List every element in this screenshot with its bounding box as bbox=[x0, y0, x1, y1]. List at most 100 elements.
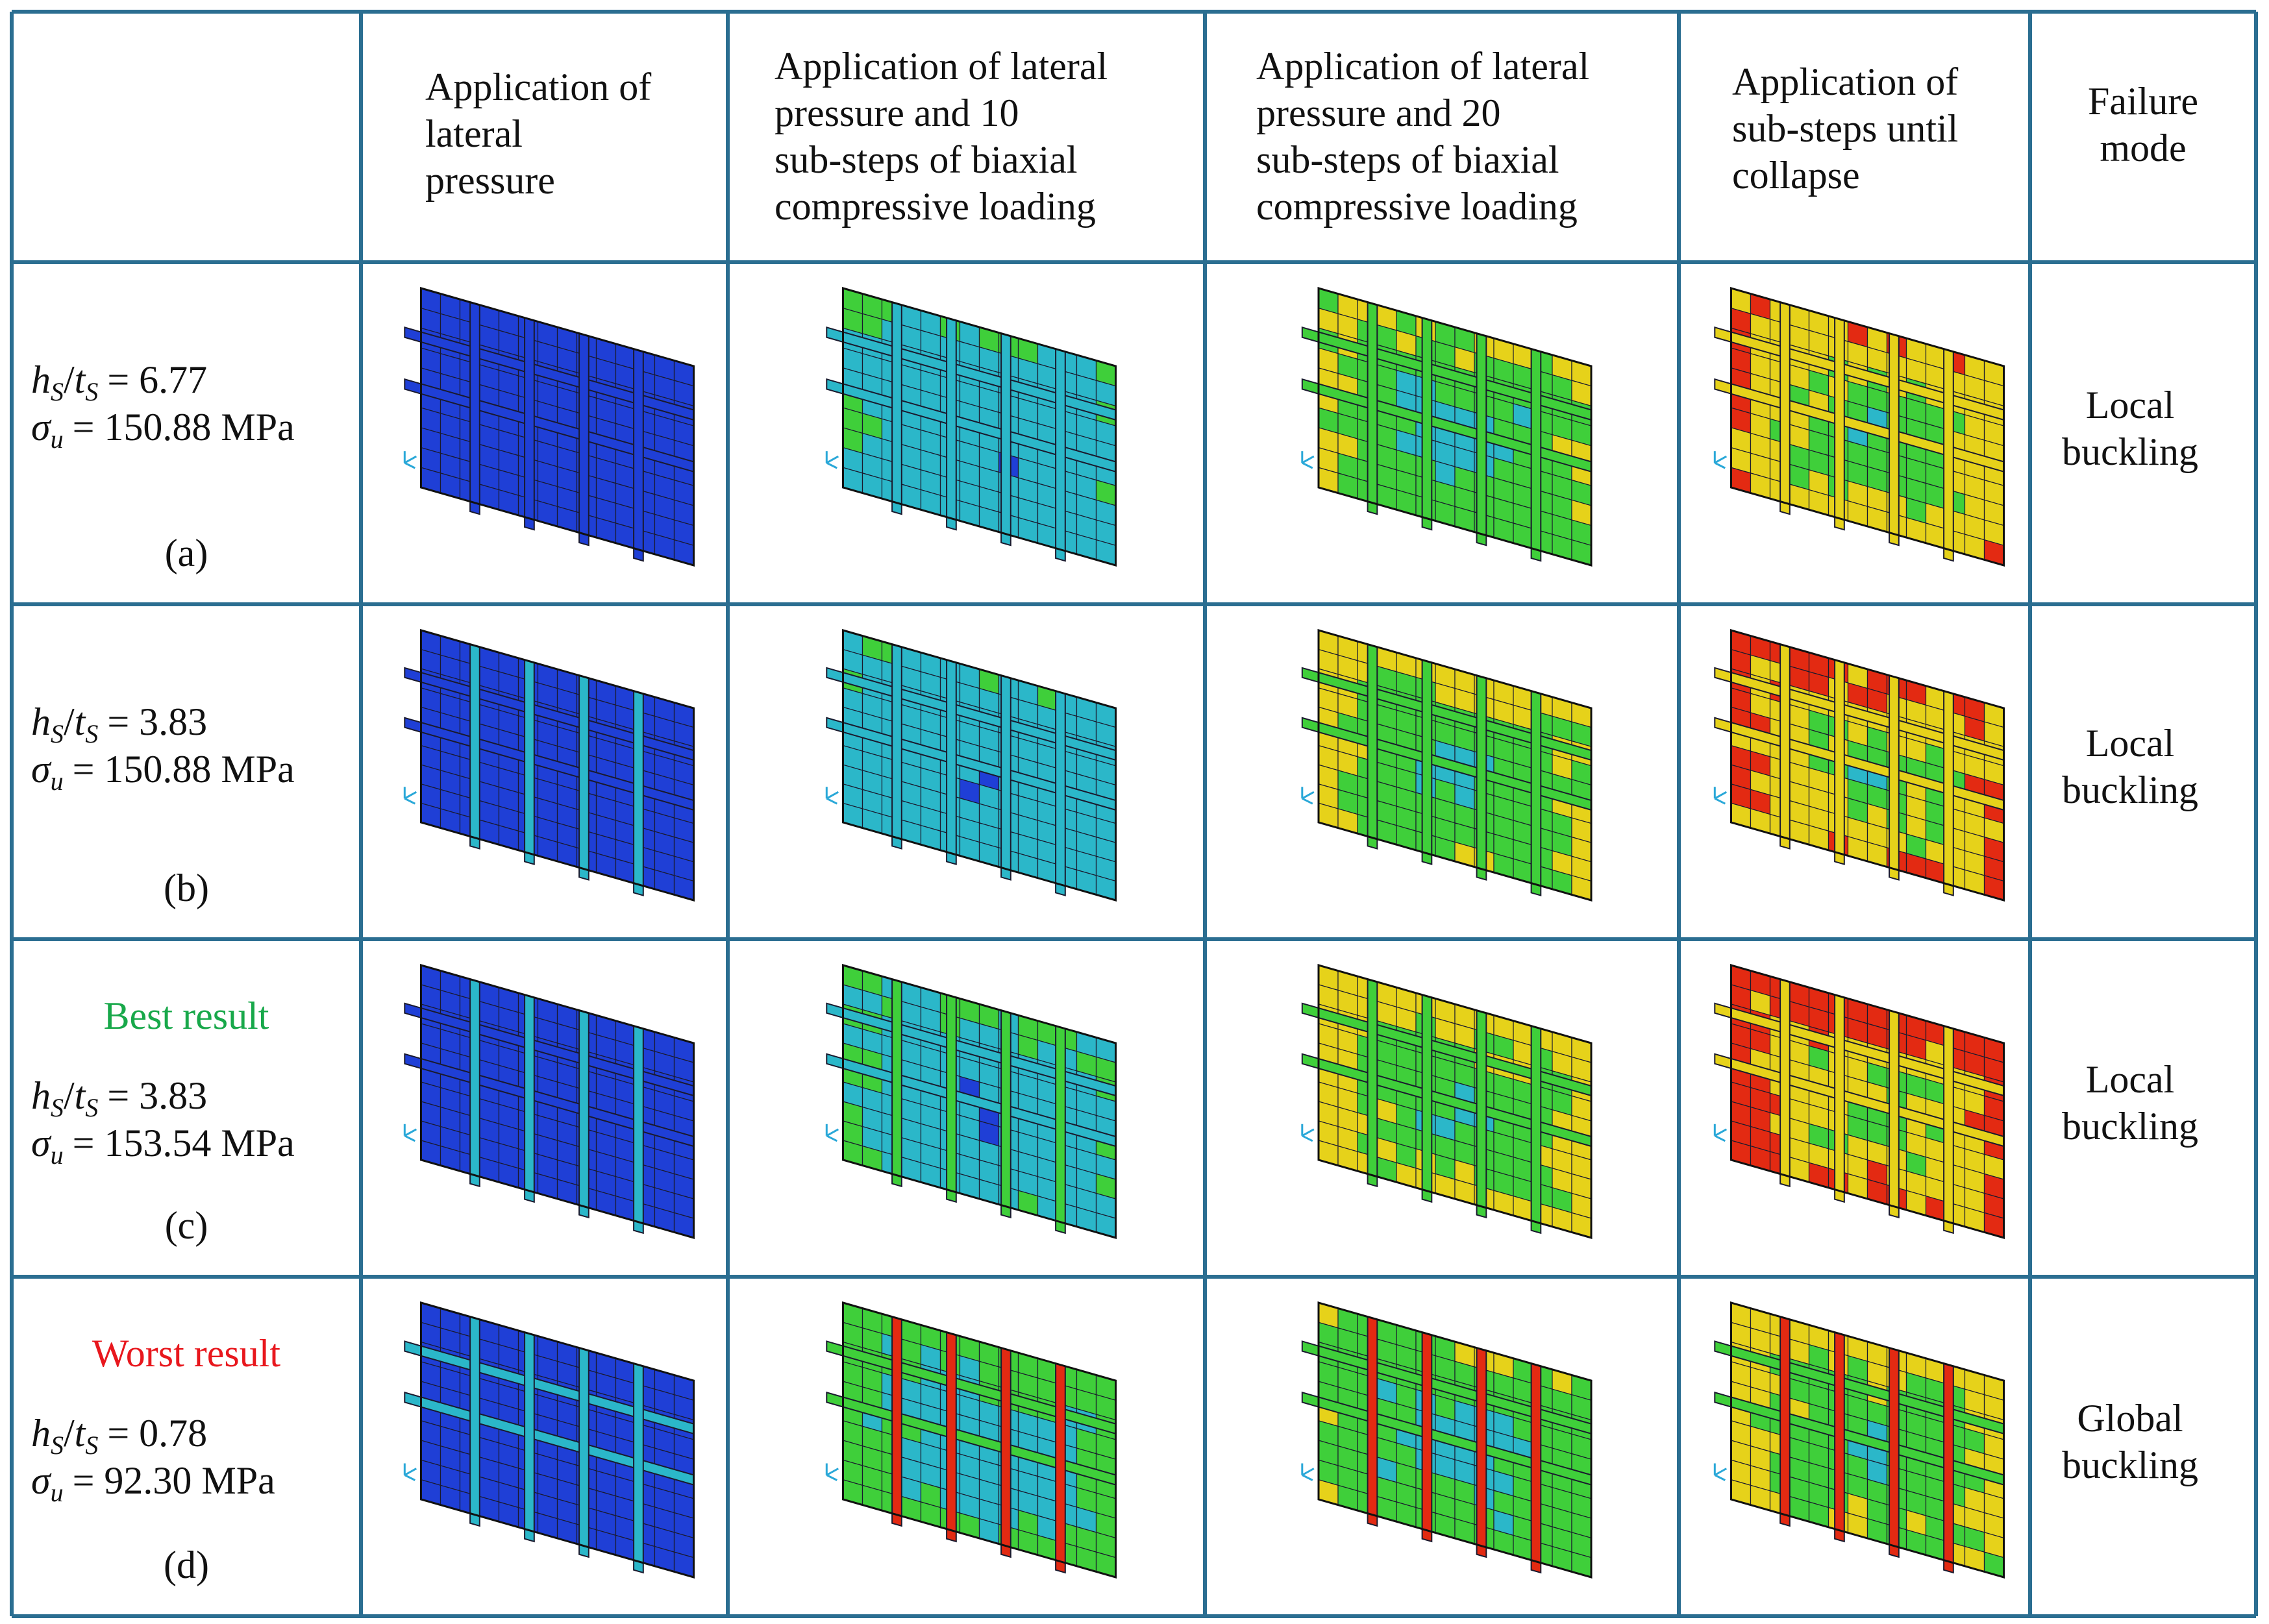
plate-outline bbox=[1730, 1301, 2005, 1579]
fe-stress-contour-plot bbox=[1301, 287, 1593, 567]
axis-triad-icon bbox=[1301, 787, 1315, 805]
transverse-frame bbox=[1421, 659, 1433, 865]
transverse-frame bbox=[891, 301, 902, 515]
column-header-line: compressive loading bbox=[1256, 185, 1578, 228]
transverse-frame bbox=[891, 1316, 902, 1527]
transverse-frame bbox=[578, 674, 589, 881]
plate-outline bbox=[420, 964, 695, 1239]
axis-triad-icon bbox=[1301, 1124, 1315, 1142]
ratio-denominator: t bbox=[74, 700, 86, 743]
transverse-frame bbox=[1834, 659, 1845, 865]
sigma-symbol: σ bbox=[31, 1459, 51, 1502]
strength-line: σu= 150.88 MPa bbox=[31, 746, 295, 805]
table-horizontal-line bbox=[12, 10, 2256, 14]
transverse-frame bbox=[578, 1347, 589, 1558]
fe-stress-contour-plot bbox=[1713, 964, 2005, 1239]
fe-stress-contour-plot bbox=[1301, 1301, 1593, 1579]
fe-stress-contour-plot bbox=[1301, 629, 1593, 902]
ratio-slash: / bbox=[64, 700, 75, 743]
axis-triad-icon bbox=[825, 1124, 839, 1142]
transverse-frame bbox=[633, 1025, 644, 1235]
column-header-line: pressure and 20 bbox=[1256, 92, 1501, 134]
transverse-frame bbox=[1421, 317, 1433, 531]
plate-outline bbox=[420, 287, 695, 567]
strength-line: σu= 153.54 MPa bbox=[31, 1120, 295, 1179]
transverse-frame bbox=[524, 1331, 535, 1543]
table-vertical-line bbox=[1203, 12, 1207, 1616]
transverse-frame bbox=[633, 1362, 644, 1574]
ratio-denominator-subscript: S bbox=[85, 719, 99, 748]
fe-stress-contour-plot bbox=[825, 629, 1117, 902]
failure-mode-line: Local bbox=[2085, 1058, 2175, 1101]
ratio-subscript: S bbox=[51, 719, 64, 748]
plate-outline bbox=[842, 964, 1117, 1239]
transverse-frame bbox=[1889, 1347, 1900, 1558]
column-header-line: pressure and 10 bbox=[775, 92, 1019, 134]
axis-triad-icon bbox=[403, 1124, 417, 1142]
transverse-frame bbox=[1421, 994, 1433, 1203]
sigma-subscript: u bbox=[50, 1478, 64, 1507]
transverse-frame bbox=[1889, 332, 1900, 547]
failure-mode-line: Global bbox=[2077, 1396, 2183, 1440]
ratio-denominator: t bbox=[74, 358, 86, 401]
transverse-frame bbox=[1779, 1316, 1791, 1527]
plate-outline bbox=[420, 1301, 695, 1579]
table-horizontal-line bbox=[12, 937, 2256, 941]
table-vertical-line bbox=[2254, 12, 2258, 1616]
fe-stress-contour-plot bbox=[1301, 964, 1593, 1239]
transverse-frame bbox=[891, 643, 902, 850]
table-horizontal-line bbox=[12, 602, 2256, 606]
axis-triad-icon bbox=[825, 1463, 839, 1481]
column-header-line: Application of lateral bbox=[775, 45, 1108, 88]
transverse-frame bbox=[1530, 348, 1542, 562]
strength-line: σu= 150.88 MPa bbox=[31, 404, 295, 463]
transverse-frame bbox=[891, 978, 902, 1188]
transverse-frame bbox=[1889, 674, 1900, 881]
ratio-slash: / bbox=[64, 1074, 75, 1117]
column-header-line: sub-steps until bbox=[1732, 107, 1959, 150]
ratio-subscript: S bbox=[51, 1093, 64, 1122]
fe-stress-contour-plot bbox=[403, 287, 695, 567]
ratio-line: hS/tS= 6.77 bbox=[31, 356, 207, 415]
case-label: (a) bbox=[164, 532, 208, 574]
plate-outline bbox=[1317, 1301, 1593, 1579]
strength-value: = 153.54 MPa bbox=[72, 1122, 295, 1164]
fe-stress-contour-plot bbox=[1713, 1301, 2005, 1579]
transverse-frame bbox=[633, 690, 644, 896]
transverse-frame bbox=[1055, 348, 1066, 562]
transverse-frame bbox=[1943, 348, 1954, 562]
transverse-frame bbox=[946, 659, 957, 865]
plate-outline bbox=[842, 287, 1117, 567]
failure-mode-line: buckling bbox=[2062, 1105, 2198, 1148]
axis-triad-icon bbox=[1713, 787, 1728, 805]
fe-stress-contour-plot bbox=[403, 964, 695, 1239]
transverse-frame bbox=[578, 1009, 589, 1219]
ratio-line: hS/tS= 3.83 bbox=[31, 1072, 207, 1131]
case-label: (b) bbox=[164, 867, 209, 909]
ratio-denominator: t bbox=[74, 1412, 86, 1455]
ratio-denominator-subscript: S bbox=[85, 1431, 99, 1460]
transverse-frame bbox=[524, 317, 535, 531]
column-header-line: sub-steps of biaxial bbox=[1256, 138, 1559, 181]
table-horizontal-line bbox=[12, 1614, 2256, 1618]
column-header-line: collapse bbox=[1732, 154, 1860, 197]
case-label: (d) bbox=[164, 1544, 209, 1586]
transverse-frame bbox=[1000, 1347, 1011, 1558]
table-horizontal-line bbox=[12, 260, 2256, 264]
table-horizontal-line bbox=[12, 1275, 2256, 1279]
ratio-symbol: h bbox=[31, 1074, 51, 1117]
sigma-subscript: u bbox=[50, 767, 64, 796]
transverse-frame bbox=[1779, 301, 1791, 515]
transverse-frame bbox=[1367, 301, 1378, 515]
column-header-line: Application of bbox=[1732, 60, 1959, 103]
transverse-frame bbox=[1476, 332, 1487, 547]
transverse-frame bbox=[524, 994, 535, 1203]
axis-triad-icon bbox=[1301, 1463, 1315, 1481]
transverse-frame bbox=[1000, 674, 1011, 881]
